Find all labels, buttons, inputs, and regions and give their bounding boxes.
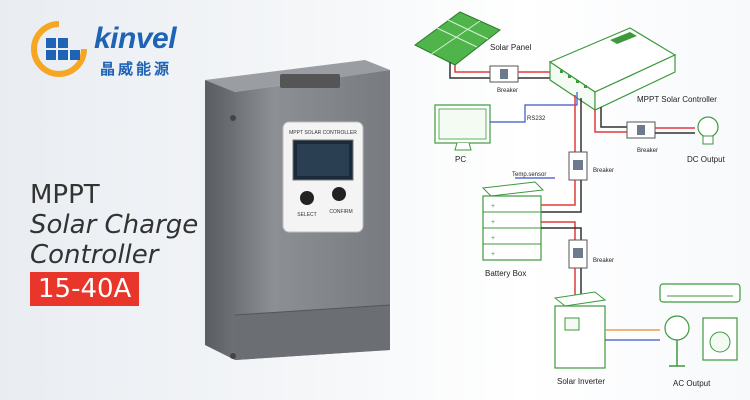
confirm-label: CONFIRM (329, 209, 352, 215)
controller-device: MPPT SOLAR CONTROLLER SELECT CONFIRM (205, 60, 391, 360)
breaker-dc-icon (626, 121, 656, 139)
washing-machine-icon (702, 317, 738, 361)
rs232-label: RS232 (527, 116, 546, 122)
solar-panel-label: Solar Panel (490, 43, 532, 52)
current-range-badge: 15-40A (30, 272, 140, 306)
svg-text:+: + (491, 219, 495, 226)
confirm-button[interactable] (332, 187, 346, 201)
light-bulb-icon (697, 116, 719, 145)
air-conditioner-icon (659, 283, 741, 303)
headline-line3: Controller (30, 240, 159, 270)
kinvel-logo-icon (31, 21, 87, 77)
headline: MPPT Solar Charge Controller (30, 180, 198, 270)
solar-inverter-icon (553, 291, 607, 369)
breaker-mid-label: Breaker (593, 168, 614, 174)
panel-label: MPPT SOLAR CONTROLLER (289, 130, 357, 136)
solar-inverter-label: Solar Inverter (557, 377, 605, 386)
select-button[interactable] (300, 191, 314, 205)
dc-output-label: DC Output (687, 155, 726, 164)
brand-name-cn: 晶威能源 (100, 60, 173, 78)
battery-box-icon: + + + + (481, 181, 545, 261)
breaker-top-label: Breaker (497, 88, 518, 94)
svg-text:+: + (491, 251, 495, 258)
fan-icon (664, 315, 690, 367)
breaker-mid-icon (568, 151, 588, 181)
fan-vent (280, 74, 340, 88)
svg-text:+: + (491, 203, 495, 210)
headline-line2: Solar Charge (30, 210, 199, 240)
controller-icon (548, 27, 677, 112)
headline-line1: MPPT (30, 180, 100, 210)
controller-label: MPPT Solar Controller (637, 95, 717, 104)
brand-logo: kinvel 晶威能源 (30, 14, 200, 84)
breaker-low-icon (568, 239, 588, 269)
pc-label: PC (455, 155, 466, 164)
select-label: SELECT (297, 212, 316, 218)
temp-sensor-label: Temp.sensor (512, 172, 546, 178)
wiring-diagram: Solar Panel Breaker MPPT Solar Controlle… (414, 11, 741, 388)
solar-panel-icon (414, 11, 501, 66)
breaker-dc-label: Breaker (637, 148, 658, 154)
breaker-low-label: Breaker (593, 258, 614, 264)
breaker-top-icon (489, 65, 519, 83)
pc-icon (434, 104, 491, 151)
battery-box-label: Battery Box (485, 269, 526, 278)
ac-output-label: AC Output (673, 379, 711, 388)
svg-text:+: + (491, 235, 495, 242)
brand-name: kinvel (94, 22, 177, 55)
